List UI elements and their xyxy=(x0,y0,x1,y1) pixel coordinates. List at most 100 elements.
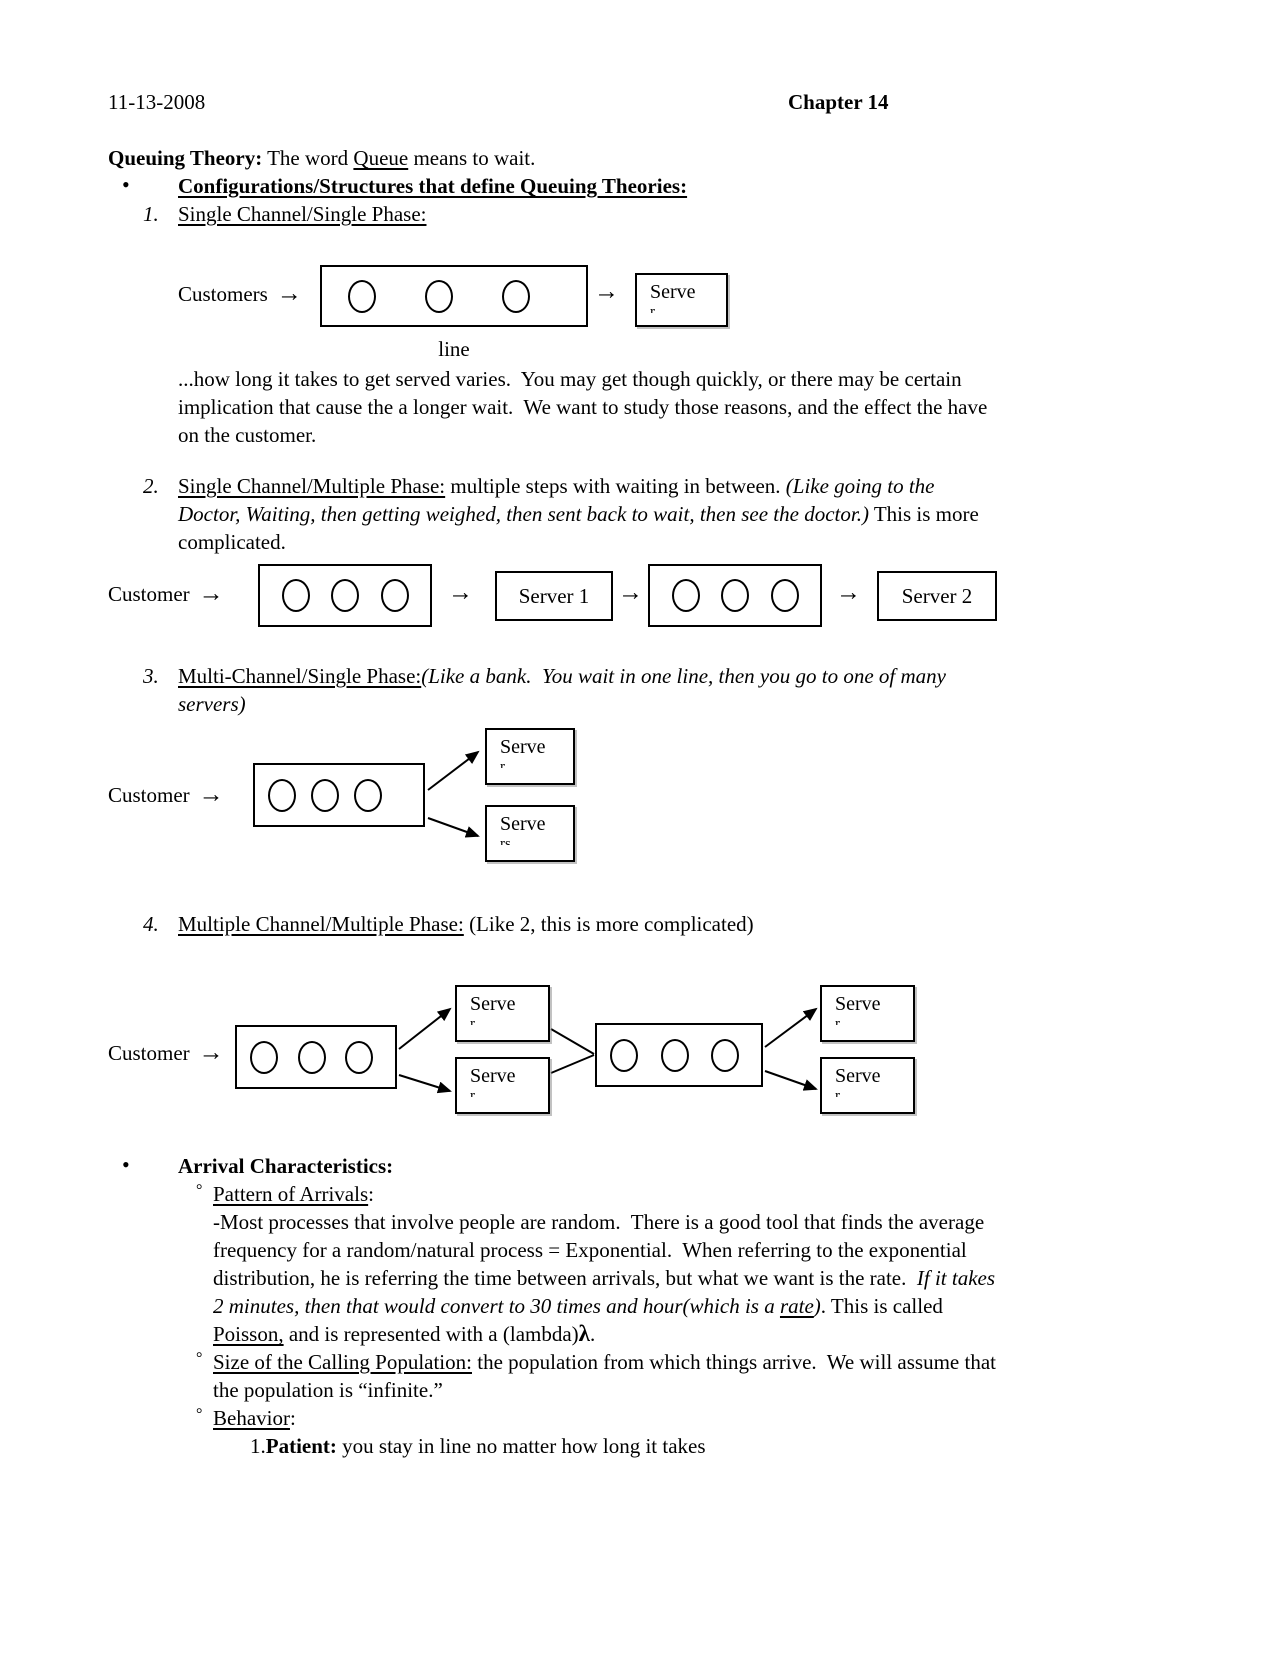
paragraph-text: ...how long it takes to get served varie… xyxy=(178,367,988,447)
list-item-2: 2.Single Channel/Multiple Phase: multipl… xyxy=(143,472,1103,556)
server-label-clipped: r xyxy=(500,759,505,768)
diagram-single-channel-multiple-phase: Customer→ → Server 1 → → Server 2 xyxy=(0,564,1280,630)
pattern-of-arrivals-row: ° Pattern of Arrivals: xyxy=(196,1180,1113,1208)
pattern-text-2: . This is called xyxy=(820,1294,943,1318)
customer-circle-icon xyxy=(425,279,453,313)
bullet-icon: • xyxy=(122,1152,130,1177)
patient-text: you stay in line no matter how long it t… xyxy=(336,1434,706,1458)
chapter-title: Chapter 14 xyxy=(788,90,889,114)
paragraph-wait-reasons: ...how long it takes to get served varie… xyxy=(178,365,1118,449)
right-arrow-icon: → xyxy=(618,579,643,606)
server-label-clipped: r xyxy=(650,304,655,313)
arrival-heading: Arrival Characteristics: xyxy=(178,1154,394,1178)
customer-circle-icon xyxy=(281,579,310,612)
diagram4-arrows xyxy=(398,1007,818,1094)
queue-caption: line xyxy=(438,337,470,361)
right-arrow-icon: → xyxy=(448,579,473,606)
degree-marker-icon: ° xyxy=(196,1406,203,1423)
calling-population-row: ° Size of the Calling Population: the pop… xyxy=(196,1348,1113,1404)
customer-circle-icon xyxy=(770,579,799,612)
item3-title: Multi-Channel/Single Phase: xyxy=(178,664,422,688)
customer-text: Customer xyxy=(108,582,190,606)
calling-population-text: the population from which things arrive.… xyxy=(213,1350,996,1402)
customer-label: Customer→ xyxy=(108,1039,224,1067)
pattern-text-3: and is represented with a (lambda) xyxy=(283,1322,579,1346)
customer-circle-icon xyxy=(354,778,382,812)
list-item-1: 1.Single Channel/Single Phase: xyxy=(143,200,1103,228)
queue-box-1 xyxy=(258,564,432,627)
server-label-clipped: r xyxy=(470,1016,475,1025)
item4-title: Multiple Channel/Multiple Phase: xyxy=(178,912,464,936)
arrow-queue-to-top-server xyxy=(427,750,480,791)
customer-label: Customer → xyxy=(108,580,224,608)
list-item-3: 3.Multi-Channel/Single Phase:(Like a ban… xyxy=(143,662,1103,718)
pattern-italic-1: If it takes 2 minutes, then that would c… xyxy=(213,1266,996,1318)
customer-circle-icon xyxy=(660,1038,689,1072)
right-arrow-icon: → xyxy=(198,1039,224,1066)
arrow-queue1-to-bottom-server xyxy=(398,1074,452,1094)
pattern-body: -Most processes that involve people are … xyxy=(213,1208,1118,1348)
customer-circle-icon xyxy=(671,579,700,612)
bullet-icon: • xyxy=(122,172,130,197)
item3-example: (Like a bank. You wait in one line, then… xyxy=(178,664,946,716)
line-bottom-server-to-queue2 xyxy=(550,1054,595,1074)
item2-title: Single Channel/Multiple Phase: xyxy=(178,474,446,498)
arrow-queue-to-bottom-server xyxy=(427,817,480,838)
right-arrow-icon: → xyxy=(836,579,861,606)
customer-circle-icon xyxy=(348,279,376,313)
patient-number: 1. xyxy=(250,1434,266,1458)
pattern-title: Pattern of Arrivals xyxy=(213,1182,369,1206)
pattern-text-4: . xyxy=(589,1322,596,1346)
server-label: Serve xyxy=(650,281,696,303)
pattern-italic-2: ) xyxy=(813,1294,821,1318)
arrival-heading-row: • Arrival Characteristics: xyxy=(122,1152,1280,1180)
server-label: Serve xyxy=(835,1065,881,1087)
customer-circle-icon xyxy=(250,1040,278,1074)
server-label-clipped: r xyxy=(835,1088,840,1097)
behavior-row: ° Behavior: xyxy=(196,1404,1113,1432)
item1-title: Single Channel/Single Phase: xyxy=(178,202,427,226)
item4-text: (Like 2, this is more complicated) xyxy=(463,912,754,936)
customer-circle-icon xyxy=(297,1040,326,1074)
customer-circle-icon xyxy=(345,1040,373,1074)
intro-line: Queuing Theory: The word Queue means to … xyxy=(108,144,1280,172)
pattern-colon: : xyxy=(368,1182,374,1206)
right-arrow-icon: → xyxy=(198,781,224,808)
right-arrow-icon: → xyxy=(594,278,619,305)
intro-lead: Queuing Theory: xyxy=(108,146,263,170)
behavior-colon: : xyxy=(289,1406,296,1430)
item2-number: 2. xyxy=(143,474,159,498)
list-item-4: 4.Multiple Channel/Multiple Phase: (Like… xyxy=(143,910,1103,938)
config-heading: Configurations/Structures that define Qu… xyxy=(178,174,688,198)
item2-example: (Like going to the Doctor, Waiting, then… xyxy=(178,474,935,526)
queue-box xyxy=(320,265,588,327)
poisson-word: Poisson, xyxy=(213,1322,284,1346)
item2-end: This is more complicated. xyxy=(178,502,979,554)
config-heading-row: • Configurations/Structures that define Q… xyxy=(122,172,1280,200)
customer-text: Customer xyxy=(108,783,190,807)
server-label-clipped: r xyxy=(470,1088,475,1097)
customer-circle-icon xyxy=(502,279,530,313)
pattern-rate-word: rate xyxy=(779,1294,814,1318)
behavior-title: Behavior xyxy=(213,1406,290,1430)
degree-marker-icon: ° xyxy=(196,1182,203,1199)
right-arrow-icon: → xyxy=(198,580,224,607)
pattern-text-1: -Most processes that involve people are … xyxy=(213,1210,985,1290)
customers-text: Customers xyxy=(178,282,268,306)
customer-circle-icon xyxy=(331,579,359,612)
customer-circle-icon xyxy=(721,579,749,612)
calling-population-title: Size of the Calling Population: xyxy=(213,1350,472,1374)
degree-marker-icon: ° xyxy=(196,1350,203,1367)
server-label: Serve xyxy=(500,813,546,835)
customer-circle-icon xyxy=(311,778,339,812)
line-top-server-to-queue2 xyxy=(550,1028,595,1055)
server-label: Serve xyxy=(500,736,546,758)
customer-circle-icon xyxy=(711,1038,739,1072)
intro-queue-word: Queue xyxy=(353,146,409,170)
